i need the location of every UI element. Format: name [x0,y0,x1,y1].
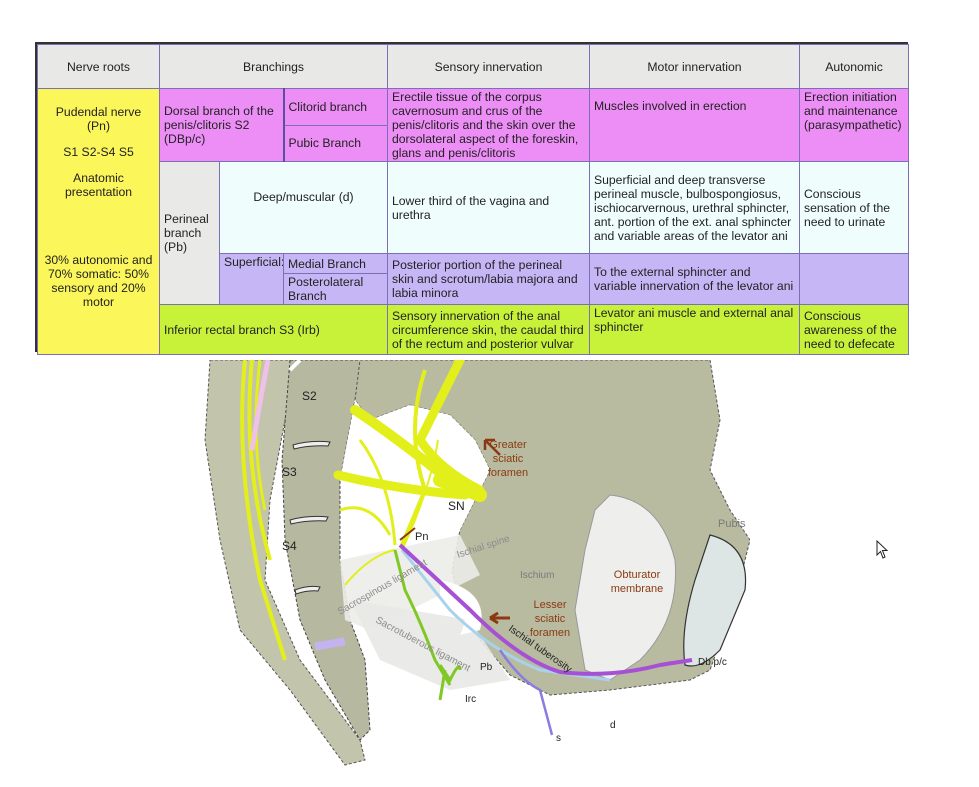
dorsal-sensory: Erectile tissue of the corpus cavernosum… [387,88,590,162]
rectal-branch: Inferior rectal branch S3 (Irb) [159,304,388,355]
dorsal-branch: Dorsal branch of the penis/clitoris S2 (… [159,88,284,162]
greater-sciatic-arrow [483,438,501,456]
perineal-branch: Perineal branch (Pb) [159,161,220,305]
superficial-motor: To the external sphincter and variable i… [589,253,800,305]
table-row-perineal-deep: Perineal branch (Pb) Deep/muscular (d) L… [38,161,909,305]
posterolateral-branch: Posterolateral Branch [283,273,388,305]
rectal-branch-nerve [393,549,462,701]
sciatic-root-s3 [333,470,470,500]
deep-motor: Superficial and deep transverse perineal… [589,161,800,254]
label-pb: Pb [480,662,493,673]
table-row-superficial-2: Posterolateral Branch [38,273,909,305]
label-s4: S4 [282,539,297,553]
medial-branch: Medial Branch [283,253,388,274]
pn-arrow [399,527,416,541]
disc-s2-s3 [292,440,331,450]
label-greater-1: Greater [489,439,527,451]
dorsal-nerve [398,543,693,676]
disc-s3-s4 [289,515,329,525]
label-lesser-3: foramen [530,627,570,639]
deep-branch: Deep/muscular (d) [219,161,388,254]
label-obturator-2: membrane [611,583,664,595]
nerve-table: Nerve roots Branchings Sensory innervati… [37,44,909,355]
pudendal-nerve-table: Nerve roots Branchings Sensory innervati… [35,42,909,355]
label-irc: Irc [465,694,476,705]
label-lesser-1: Lesser [533,599,566,611]
table-row-superficial-1: Superficial: Medial Branch Posterior por… [38,253,909,305]
pubic-branch: Pubic Branch [282,124,388,162]
root-anatomic-2: presentation [64,185,133,199]
deep-autonomic: Conscious sensation of the need to urina… [799,161,909,254]
root-cell: Pudendal nerve (Pn) S1 S2-S4 S5 Anatomic… [37,88,160,355]
disc-s4 [294,585,321,595]
label-pn: Pn [415,531,428,543]
label-obturator-1: Obturator [614,569,661,581]
label-s3: S3 [282,465,297,479]
rectal-autonomic: Conscious awareness of the need to defec… [799,304,909,355]
superficial-label: Superficial: [219,253,284,305]
superficial-perineal-nerve [498,649,554,736]
rectal-motor: Levator ani muscle and external anal sph… [589,304,800,355]
mouse-cursor-icon [876,539,890,560]
label-d: d [610,720,616,731]
pelvic-anatomy-illustration: S2 S3 S4 SN Pn Greater sciatic foramen I… [190,360,750,787]
header-nerve-roots: Nerve roots [37,44,160,89]
label-lesser-2: sciatic [535,613,566,625]
dorsal-motor: Muscles involved in erection [589,88,800,162]
root-segments: S1 S2-S4 S5 [63,145,134,159]
table-row-dorsal-2: Pubic Branch [38,124,909,162]
sciatic-root-s1 [414,360,485,495]
table-row-rectal: Inferior rectal branch S3 (Irb) Sensory … [38,304,909,355]
clitorid-branch: Clitorid branch [282,88,388,126]
label-ischium: Ischium [520,570,554,581]
label-s: s [556,733,561,744]
header-branchings: Branchings [159,44,388,89]
coccyx-disc [314,637,346,651]
superficial-autonomic [799,253,909,305]
header-motor: Motor innervation [589,44,800,89]
deep-perineal-nerve [400,549,611,682]
root-composition: 30% autonomic and 70% somatic: 50% senso… [44,253,153,309]
root-name: Pudendal nerve [55,105,142,119]
label-s2: S2 [302,389,317,403]
label-dbpc: Db p/c [698,657,727,668]
root-abbr: (Pn) [86,119,111,133]
dorsal-autonomic: Erection initiation and maintenance (par… [799,88,909,162]
root-anatomic-1: Anatomic [73,171,124,185]
label-greater-2: sciatic [493,453,524,465]
pubic-symphysis [683,534,747,667]
label-greater-3: foramen [488,467,528,479]
label-pubis: Pubis [718,518,746,530]
superficial-sensory: Posterior portion of the perineal skin a… [387,253,590,305]
header-autonomic: Autonomic [799,44,909,89]
deep-sensory: Lower third of the vagina and urethra [387,161,590,254]
label-sn: SN [448,499,465,513]
sciatic-nerve [433,473,487,502]
lesser-sciatic-arrow [489,611,510,625]
table-row-dorsal-1: Pudendal nerve (Pn) S1 S2-S4 S5 Anatomic… [37,88,909,355]
table-header-row: Nerve roots Branchings Sensory innervati… [37,44,909,89]
rectal-sensory: Sensory innervation of the anal circumfe… [387,304,590,355]
header-sensory: Sensory innervation [387,44,590,89]
